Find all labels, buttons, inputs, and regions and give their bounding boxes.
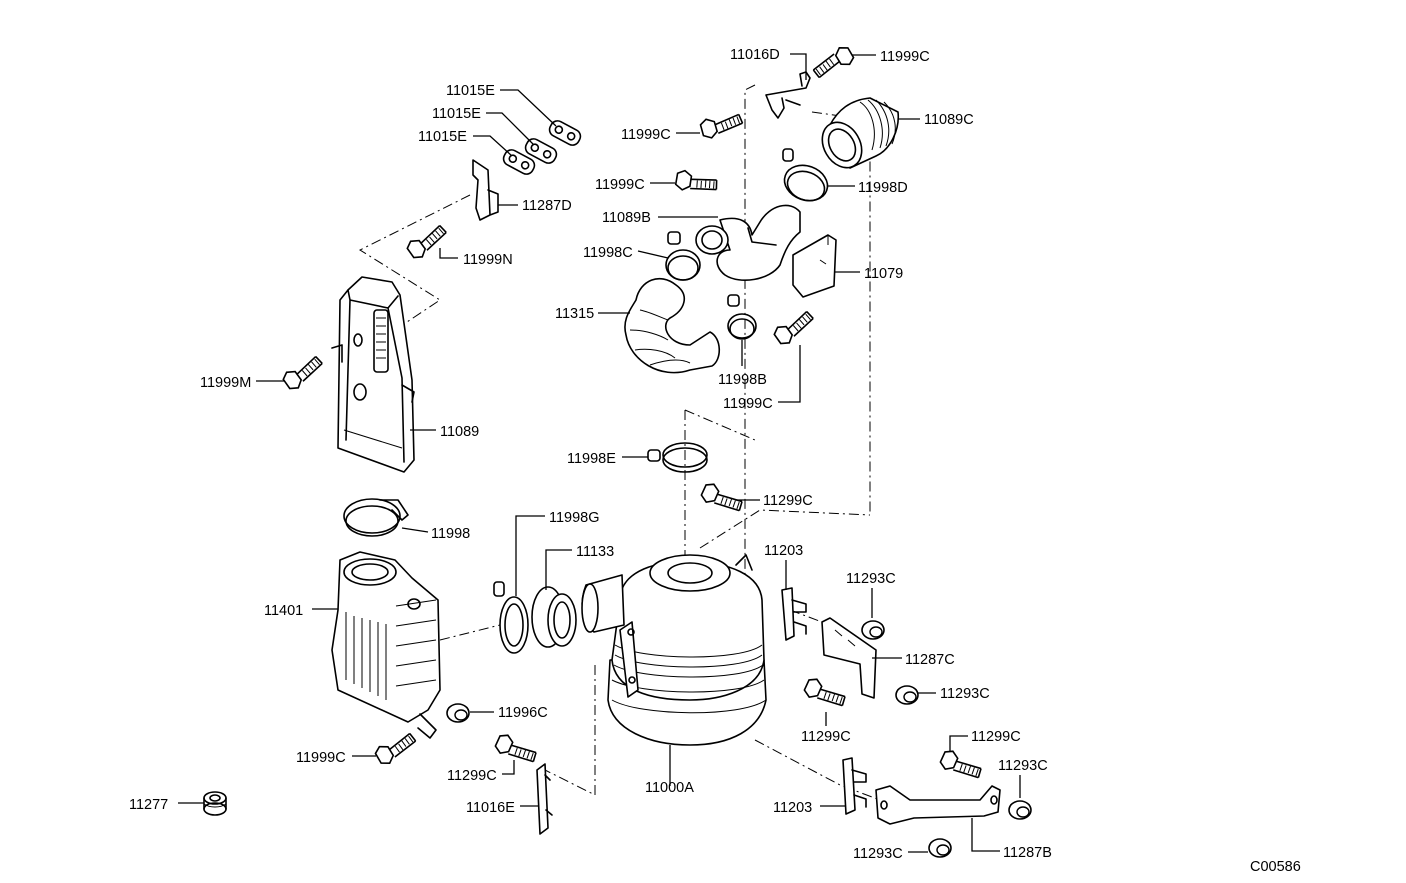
label-11015E: 11015E [446, 83, 495, 99]
label-11089: 11089 [440, 424, 479, 440]
label-11315: 11315 [555, 306, 594, 322]
label-11299C: 11299C [801, 729, 851, 745]
label-11998B: 11998B [718, 372, 767, 388]
label-11998: 11998 [431, 526, 470, 542]
label-11999N: 11999N [463, 252, 513, 268]
figure-code: C00586 [1250, 859, 1301, 875]
label-11998G: 11998G [549, 510, 600, 526]
label-11999C: 11999C [723, 396, 773, 412]
label-11999M: 11999M [200, 375, 251, 391]
label-11998E: 11998E [567, 451, 616, 467]
label-11015E: 11015E [418, 129, 467, 145]
label-11299C: 11299C [447, 768, 497, 784]
label-11999C: 11999C [296, 750, 346, 766]
label-11293C: 11293C [940, 686, 990, 702]
label-11999C: 11999C [595, 177, 645, 193]
label-11299C: 11299C [971, 729, 1021, 745]
label-11293C: 11293C [846, 571, 896, 587]
label-11203: 11203 [773, 800, 812, 816]
label-11287C: 11287C [905, 652, 955, 668]
label-11401: 11401 [264, 603, 303, 619]
label-11999C: 11999C [621, 127, 671, 143]
label-11015E: 11015E [432, 106, 481, 122]
label-11016E: 11016E [466, 800, 515, 816]
leader-lines [178, 53, 1021, 853]
label-11998D: 11998D [858, 180, 908, 196]
label-11299C: 11299C [763, 493, 813, 509]
label-11998C: 11998C [583, 245, 633, 261]
label-11000A: 11000A [645, 780, 694, 796]
label-11293C: 11293C [998, 758, 1048, 774]
label-11079: 11079 [864, 266, 903, 282]
label-11133: 11133 [576, 544, 614, 560]
part-labels: 11016D 11999C 11015E 11015E 11015E 11089… [129, 47, 1301, 875]
label-11203: 11203 [764, 543, 803, 559]
part-drawings [203, 43, 1032, 858]
label-11996C: 11996C [498, 705, 548, 721]
label-11293C: 11293C [853, 846, 903, 862]
label-11089C: 11089C [924, 112, 974, 128]
label-11287D: 11287D [522, 198, 572, 214]
label-11089B: 11089B [602, 210, 651, 226]
label-11277: 11277 [129, 797, 168, 813]
label-11999C: 11999C [880, 49, 930, 65]
label-11287B: 11287B [1003, 845, 1052, 861]
label-11016D: 11016D [730, 47, 780, 63]
